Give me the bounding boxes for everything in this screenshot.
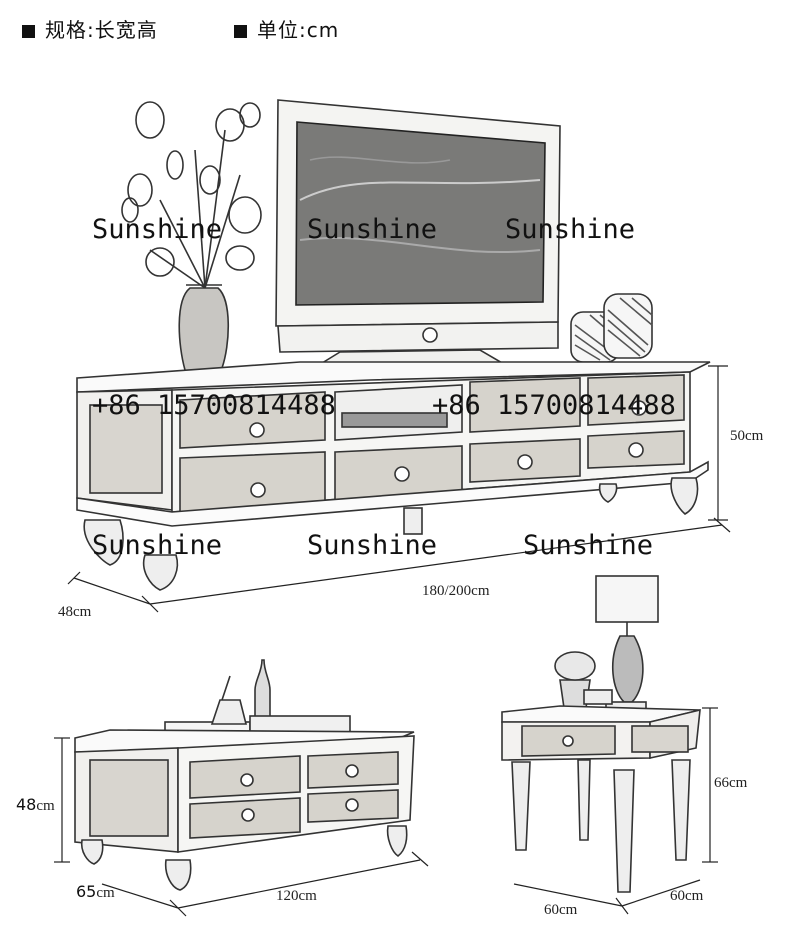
watermark-brand: Sunshine [92, 214, 223, 245]
watermark-brand: Sunshine [307, 530, 438, 561]
side-table-dimension-lines [513, 707, 718, 915]
tv-cabinet-depth-label: 48cm [58, 604, 92, 620]
spec-label-text: 规格:长宽高 [45, 18, 158, 42]
tv-illustration [275, 99, 561, 369]
side-table-illustration [501, 575, 701, 893]
unit-label-text: 单位:cm [257, 18, 340, 42]
watermark-brand: Sunshine [92, 530, 223, 561]
lantern-illustration [570, 293, 653, 363]
unit-label: 单位:cm [234, 14, 339, 43]
spec-label: 规格:长宽高 [22, 14, 158, 43]
tv-cabinet-height-label: 50cm [730, 428, 764, 444]
side-table-width-label: 60cm [544, 902, 578, 918]
watermark-brand: Sunshine [307, 214, 438, 245]
vase-illustration [121, 101, 262, 383]
watermark-brand: Sunshine [523, 530, 654, 561]
coffee-table-length-label: 120cm [276, 888, 317, 904]
square-bullet-icon [22, 25, 35, 38]
tv-cabinet-illustration [76, 361, 711, 591]
coffee-table-height-unit: cm [36, 798, 55, 814]
coffee-table-illustration [74, 659, 415, 891]
side-table-depth-label: 60cm [670, 888, 704, 904]
coffee-table-height-number: 48 [16, 795, 37, 814]
side-table-height-label: 66cm [714, 775, 748, 791]
coffee-table-depth-unit: cm [96, 885, 115, 901]
square-bullet-icon [234, 25, 247, 38]
coffee-table-height-label: 48cm [16, 795, 55, 815]
coffee-table-depth-label: 65cm [76, 882, 115, 902]
watermark-brand: Sunshine [505, 214, 636, 245]
coffee-table-dimension-lines [54, 737, 429, 917]
coffee-table-depth-number: 65 [76, 882, 97, 901]
tv-cabinet-length-label: 180/200cm [422, 583, 490, 599]
watermark-phone: +86 15700814488 [92, 390, 336, 421]
tv-cabinet-dimension-lines [67, 365, 731, 613]
watermark-phone: +86 15700814488 [432, 390, 676, 421]
